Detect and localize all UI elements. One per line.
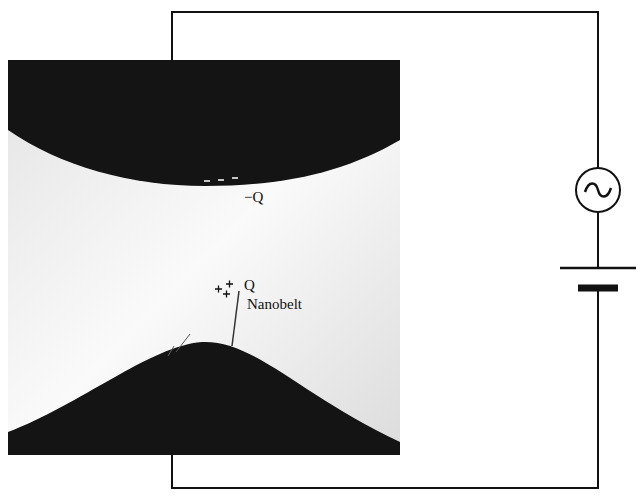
ac-source-symbol [576,168,620,212]
negative-charges [204,178,238,181]
micrograph-background [8,60,400,455]
battery-symbol [560,267,636,270]
battery-symbol [578,285,618,292]
top-electrode [8,60,400,186]
nanobelt [168,346,174,356]
text-label: Nanobelt [247,296,302,313]
text-label: −Q [244,189,263,206]
positive-charges [215,281,233,298]
nanobelt [176,334,190,352]
ac-wave [585,184,611,197]
bottom-electrode [8,342,400,455]
text-label: Q [244,277,255,294]
nanobelt [232,291,239,346]
wire [597,212,599,268]
